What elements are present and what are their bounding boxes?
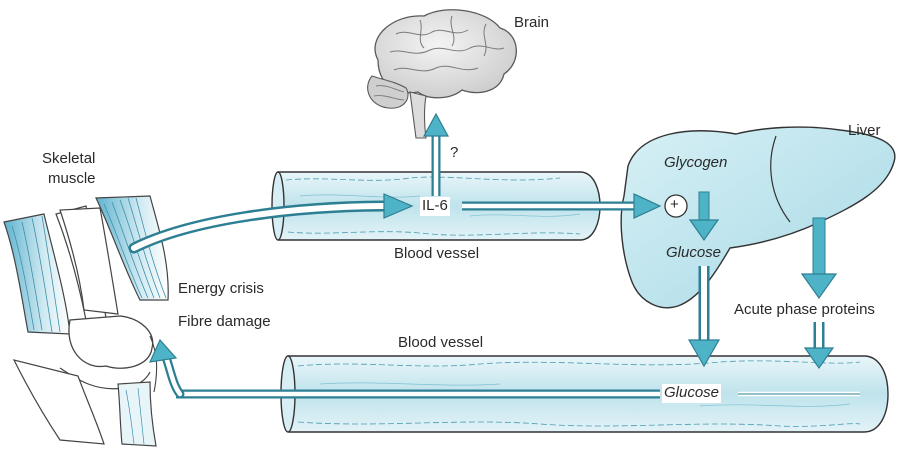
brain-illustration — [368, 10, 517, 138]
upper-blood-vessel-label: Blood vessel — [394, 245, 479, 264]
skeletal-muscle-label-line2: muscle — [48, 170, 96, 189]
glycogen-label: Glycogen — [664, 154, 727, 173]
glucose-liver-label: Glucose — [666, 244, 721, 263]
lower-blood-vessel-label: Blood vessel — [398, 334, 483, 353]
plus-sign: + — [670, 196, 679, 215]
il6-label: IL-6 — [420, 197, 450, 216]
energy-crisis-label: Energy crisis — [178, 280, 264, 299]
glucose-vessel-label: Glucose — [662, 384, 721, 403]
liver-illustration — [621, 127, 895, 308]
liver-label: Liver — [848, 122, 881, 141]
question-mark-label: ? — [450, 144, 458, 163]
fibre-damage-label: Fibre damage — [178, 313, 271, 332]
acute-phase-proteins-label: Acute phase proteins — [734, 301, 875, 320]
brain-label: Brain — [514, 14, 549, 33]
skeletal-muscle-label-line1: Skeletal — [42, 150, 95, 169]
skeletal-muscle-illustration — [4, 196, 168, 446]
